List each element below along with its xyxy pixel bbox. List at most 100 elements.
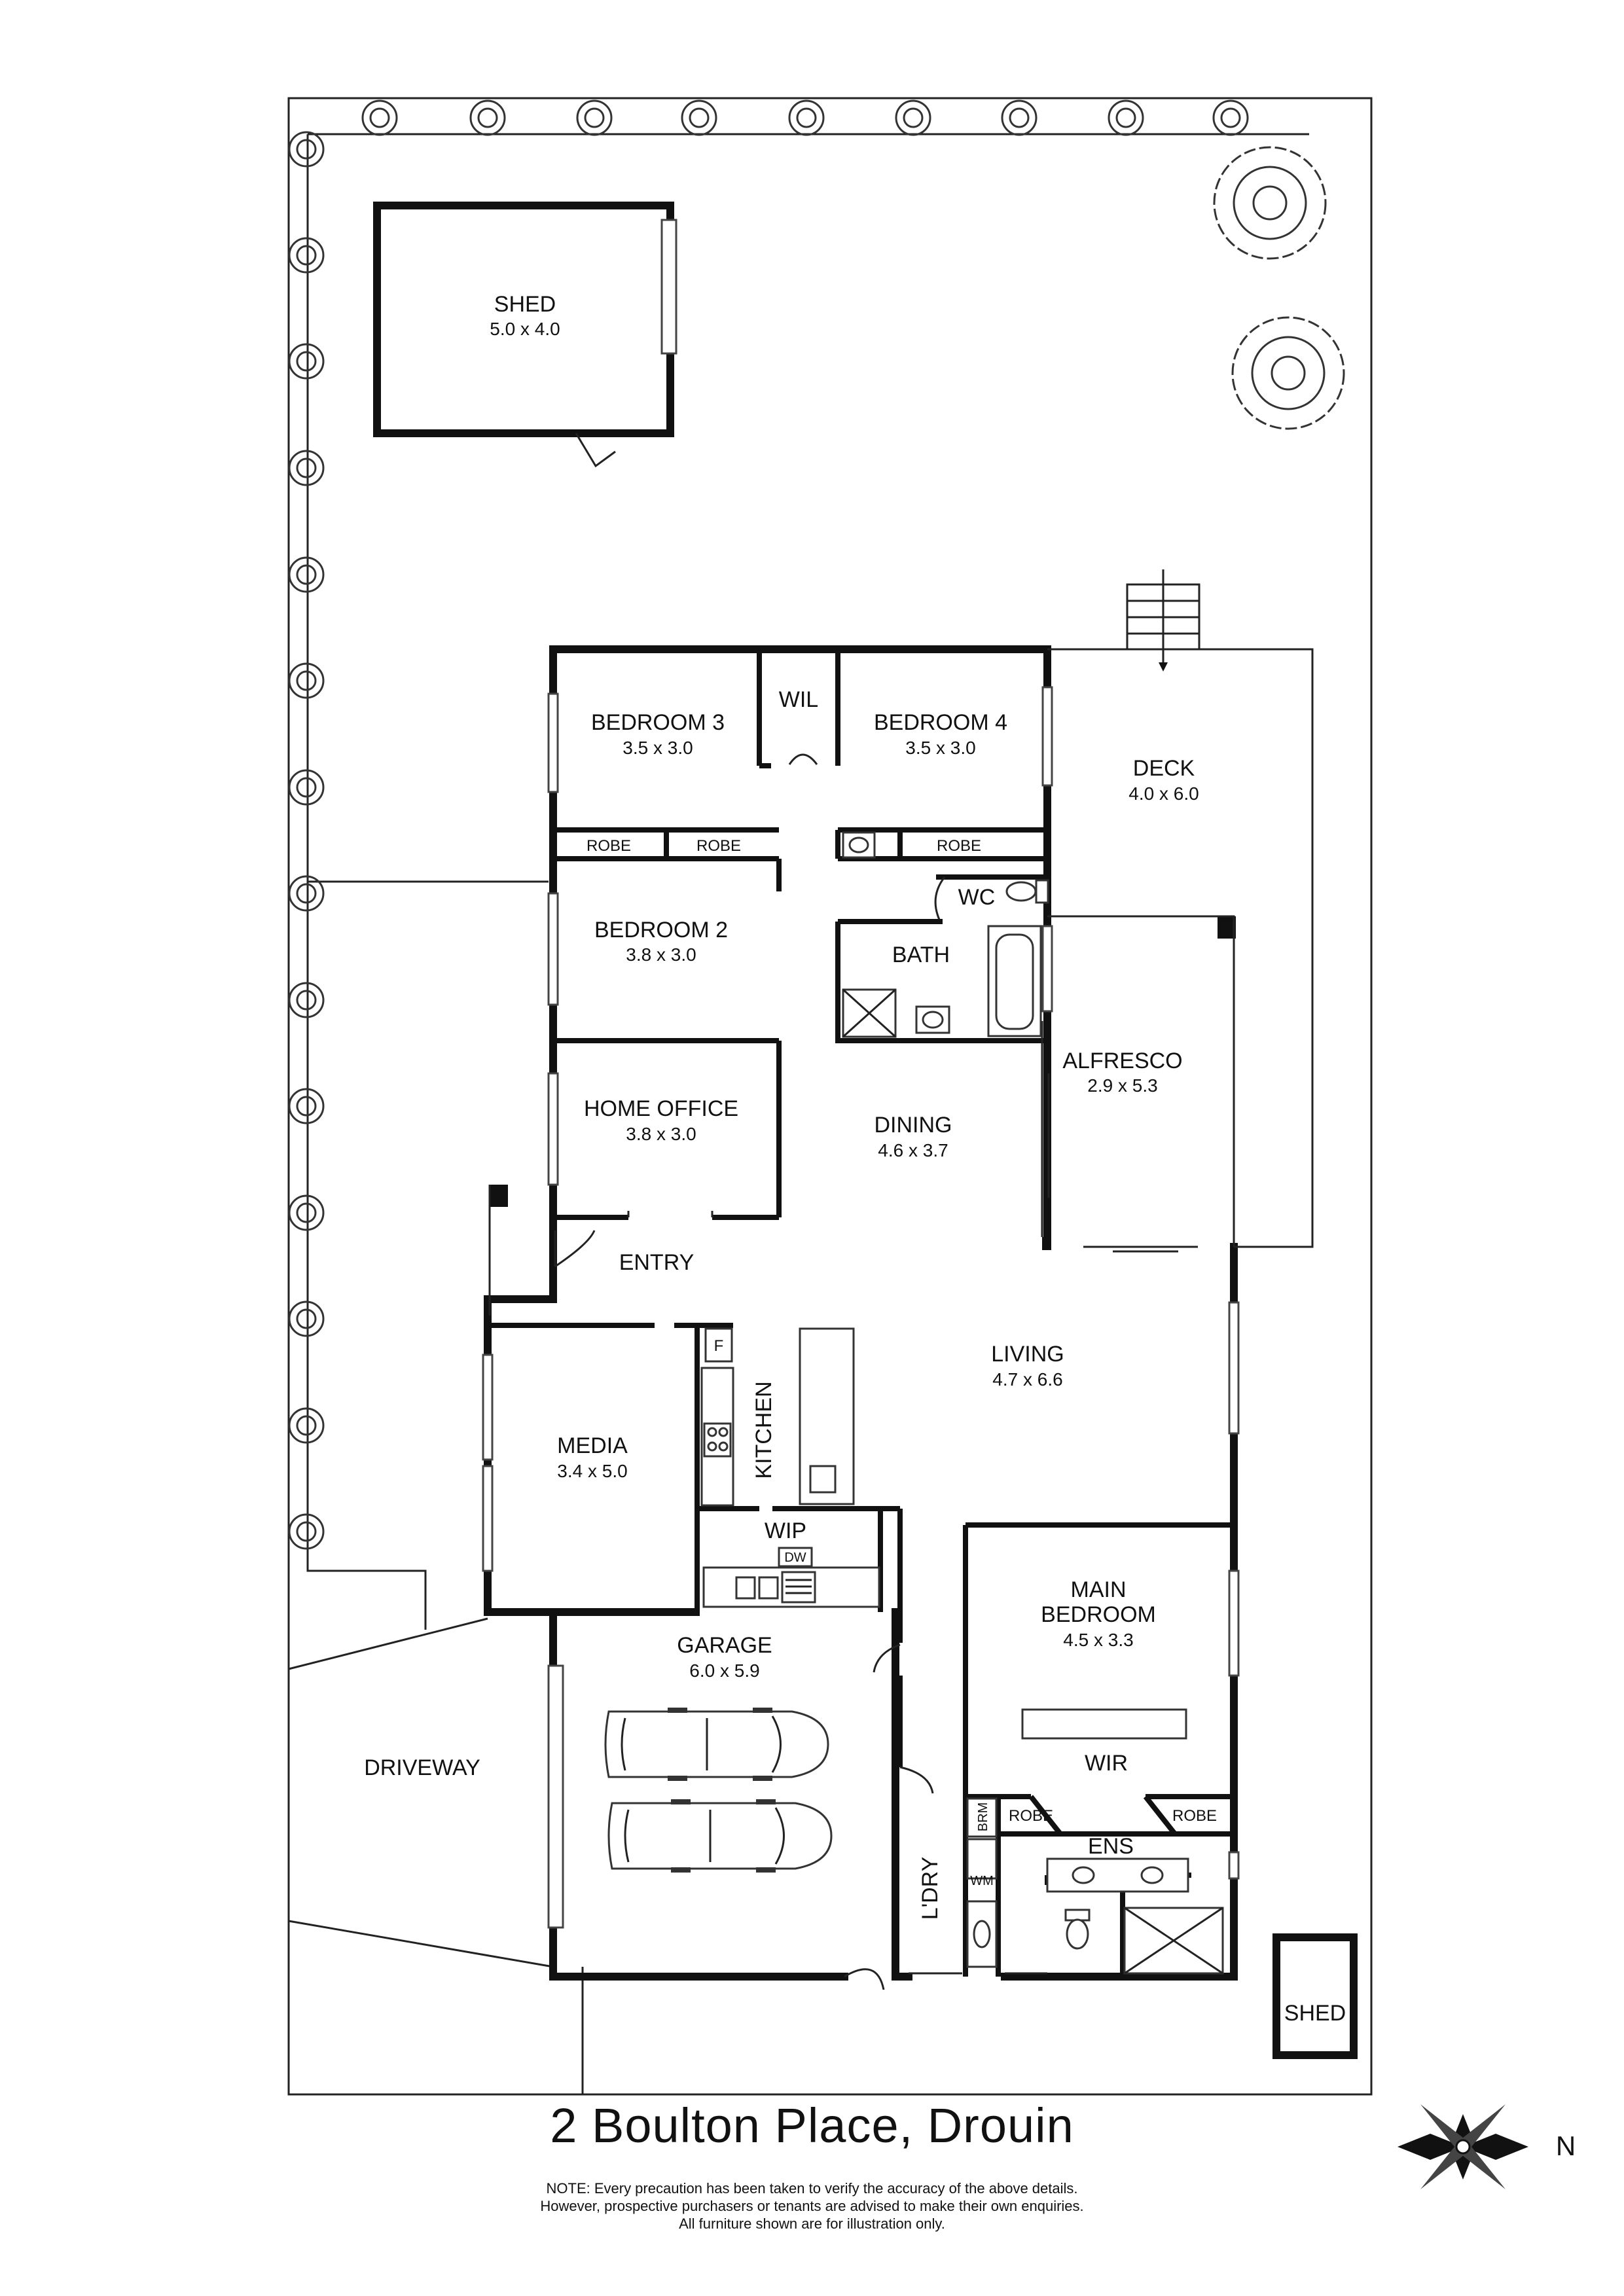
tree-icon <box>288 769 325 806</box>
vanity-icon <box>1046 1857 1189 1893</box>
basin-icon <box>842 831 876 859</box>
robe-label: ROBE <box>1172 1807 1217 1825</box>
tree-icon <box>288 343 325 380</box>
tree-icon <box>288 237 325 274</box>
bath-label: BATH <box>892 942 950 967</box>
shed-main-label: SHED <box>494 292 556 317</box>
fixtures <box>700 831 1224 1975</box>
cooktop-icon <box>703 1422 732 1458</box>
tree-icon <box>288 1194 325 1231</box>
tree-icon <box>288 131 325 168</box>
main-bedroom-label-2: BEDROOM <box>1041 1602 1156 1627</box>
tree-icon <box>288 450 325 486</box>
shower-icon <box>842 988 897 1038</box>
garage-size: 6.0 x 5.9 <box>689 1660 759 1681</box>
dining-label: DINING <box>875 1113 952 1138</box>
deck-label: DECK <box>1133 756 1195 781</box>
ens-label: ENS <box>1088 1834 1134 1859</box>
note-line: NOTE: Every precaution has been taken to… <box>546 2180 1078 2197</box>
tree-icon <box>1108 99 1144 136</box>
main-bedroom-label-1: MAIN <box>1071 1577 1127 1602</box>
shed-small-label: SHED <box>1284 2001 1346 2026</box>
note-line: However, prospective purchasers or tenan… <box>540 2198 1084 2214</box>
bedroom3-label: BEDROOM 3 <box>591 710 725 735</box>
sink-icon <box>735 1571 816 1604</box>
robe-label: ROBE <box>937 837 981 855</box>
home-office-size: 3.8 x 3.0 <box>626 1124 696 1144</box>
basin-icon <box>915 1005 950 1034</box>
wip-label: WIP <box>765 1518 806 1543</box>
fridge-icon <box>704 1327 733 1363</box>
wc-label: WC <box>958 885 996 910</box>
robe-label: ROBE <box>1009 1807 1053 1825</box>
dining-size: 4.6 x 3.7 <box>878 1140 948 1160</box>
wir-label: WIR <box>1085 1751 1128 1776</box>
robe-label: ROBE <box>696 837 741 855</box>
tree-icon <box>288 662 325 699</box>
garage-label: GARAGE <box>677 1633 772 1658</box>
shed-small <box>1272 1933 1358 2059</box>
tree-icon <box>288 1407 325 1444</box>
alfresco-label: ALFRESCO <box>1062 1049 1182 1073</box>
deck-size: 4.0 x 6.0 <box>1128 783 1199 804</box>
laundry-label: L'DRY <box>918 1857 943 1920</box>
alfresco-size: 2.9 x 5.3 <box>1087 1075 1157 1096</box>
bedroom2-label: BEDROOM 2 <box>594 918 728 942</box>
compass-rose-icon: N <box>1398 2104 1576 2189</box>
robe-label: ROBE <box>586 837 631 855</box>
main-bedroom-size: 4.5 x 3.3 <box>1063 1630 1133 1650</box>
living-label: LIVING <box>991 1342 1064 1367</box>
media-size: 3.4 x 5.0 <box>557 1461 627 1481</box>
shower-icon <box>1123 1907 1224 1975</box>
site-boundary <box>287 97 1373 2096</box>
laundry-tub-icon <box>966 1900 998 1968</box>
kitchen-island <box>799 1327 855 1505</box>
tree-row <box>288 99 1345 1550</box>
dw-label: DW <box>784 1551 806 1565</box>
outdoor-areas <box>1041 569 1314 1253</box>
media-label: MEDIA <box>557 1433 628 1458</box>
home-office-label: HOME OFFICE <box>584 1096 738 1121</box>
tree-icon <box>895 99 931 136</box>
compass-north-label: N <box>1556 2130 1576 2161</box>
car-icon <box>604 1708 829 1781</box>
doors <box>554 753 946 1990</box>
disclaimer-note: NOTE: Every precaution has been taken to… <box>0 2179 1624 2233</box>
tree-icon <box>469 99 506 136</box>
tree-icon <box>288 875 325 912</box>
room-labels: SHED 5.0 x 4.0 BEDROOM 3 3.5 x 3.0 WIL B… <box>364 292 1346 2026</box>
bedroom2-size: 3.8 x 3.0 <box>626 944 696 965</box>
shed-main <box>373 202 677 468</box>
tree-icon <box>361 99 398 136</box>
property-address: 2 Boulton Place, Drouin <box>550 2098 1074 2153</box>
toilet-icon <box>1005 879 1049 904</box>
wm-label: WM <box>970 1874 994 1888</box>
bedroom4-size: 3.5 x 3.0 <box>905 738 975 758</box>
tree-icon <box>576 99 613 136</box>
bedroom4-label: BEDROOM 4 <box>874 710 1007 735</box>
tree-icon <box>1001 99 1038 136</box>
tree-icon <box>288 1300 325 1337</box>
brm-label: BRM <box>976 1803 990 1831</box>
shed-main-size: 5.0 x 4.0 <box>490 319 560 339</box>
bedroom3-size: 3.5 x 3.0 <box>623 738 693 758</box>
deck-steps <box>1126 569 1200 672</box>
tree-icon <box>681 99 717 136</box>
tree-icon <box>288 556 325 593</box>
tree-icon <box>288 982 325 1018</box>
windows <box>482 686 1240 1929</box>
toilet-icon <box>1064 1909 1091 1950</box>
entry-label: ENTRY <box>619 1250 695 1275</box>
fridge-label: F <box>714 1337 724 1355</box>
large-tree-icon <box>1213 146 1327 260</box>
bathtub-icon <box>987 925 1042 1037</box>
driveway-label: DRIVEWAY <box>364 1755 480 1780</box>
kitchen-label: KITCHEN <box>751 1381 776 1479</box>
note-line: All furniture shown are for illustration… <box>679 2215 945 2232</box>
living-size: 4.7 x 6.6 <box>992 1369 1062 1390</box>
large-tree-icon <box>1231 316 1345 430</box>
car-icon <box>607 1799 833 1873</box>
tree-icon <box>288 1513 325 1550</box>
tree-icon <box>288 1088 325 1124</box>
